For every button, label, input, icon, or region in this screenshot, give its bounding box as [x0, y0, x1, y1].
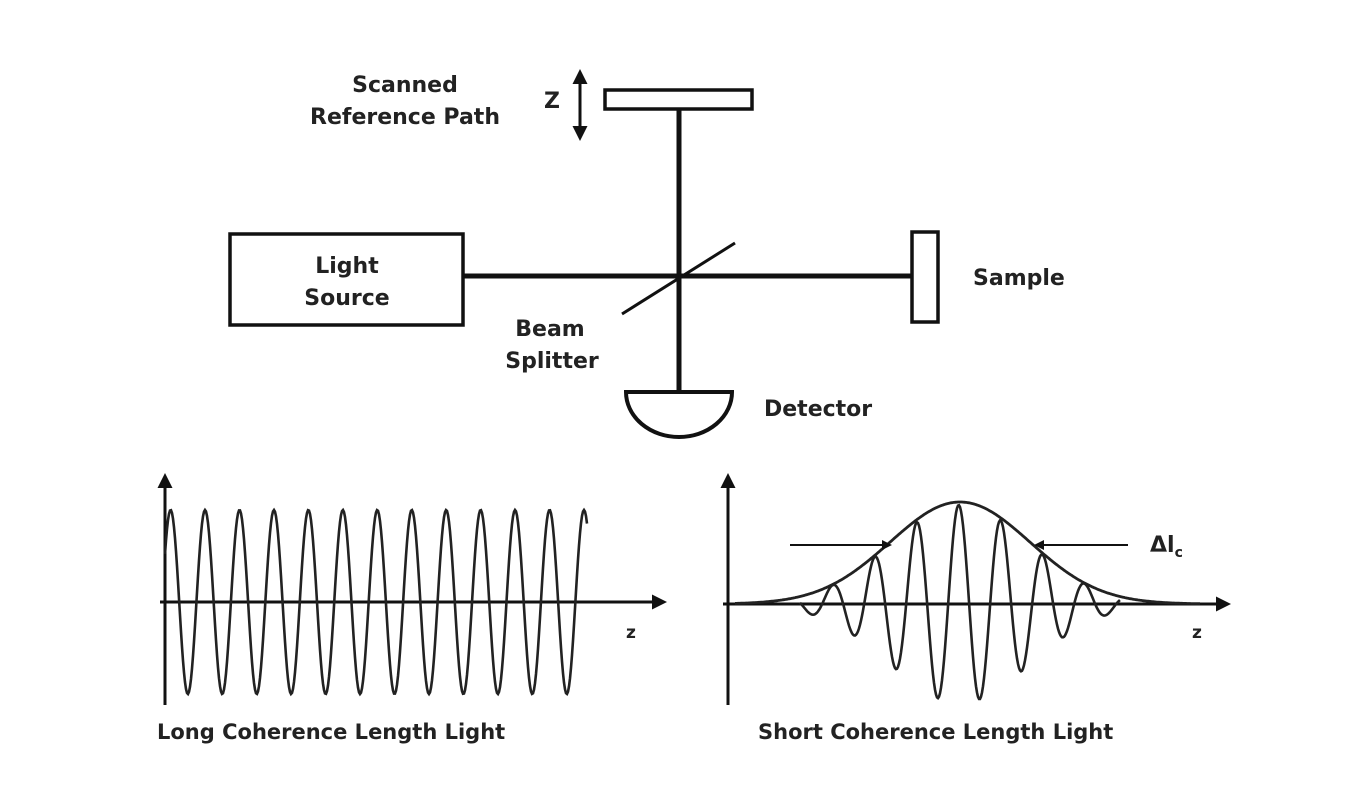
right-z-label: z	[1192, 623, 1202, 643]
left-z-label: z	[626, 623, 636, 643]
light-source-box	[228, 232, 465, 327]
sample-block	[910, 230, 940, 324]
long-coherence-wave	[163, 507, 589, 697]
short-coherence-wave	[799, 503, 1121, 701]
reference-label-line1: Scanned	[352, 73, 458, 98]
reference-label-line2: Reference Path	[310, 105, 500, 130]
caption-long-coherence: Long Coherence Length Light	[157, 720, 505, 744]
caption-short-coherence: Short Coherence Length Light	[758, 720, 1113, 744]
light-source-label-line1: Light	[315, 254, 379, 279]
light-source-label-line2: Source	[304, 286, 389, 311]
z-arrow-label: Z	[544, 89, 560, 114]
detector-shape	[623, 390, 735, 439]
reference-mirror	[603, 88, 754, 111]
delta-lc-label: Δlc	[1150, 533, 1183, 561]
sample-label: Sample	[973, 266, 1065, 291]
beam-splitter-label-line1: Beam	[515, 317, 584, 342]
beam-splitter-label-line2: Splitter	[505, 349, 599, 374]
gaussian-envelope	[735, 500, 1200, 606]
detector-label: Detector	[764, 397, 872, 422]
beam-splitter	[621, 241, 736, 316]
